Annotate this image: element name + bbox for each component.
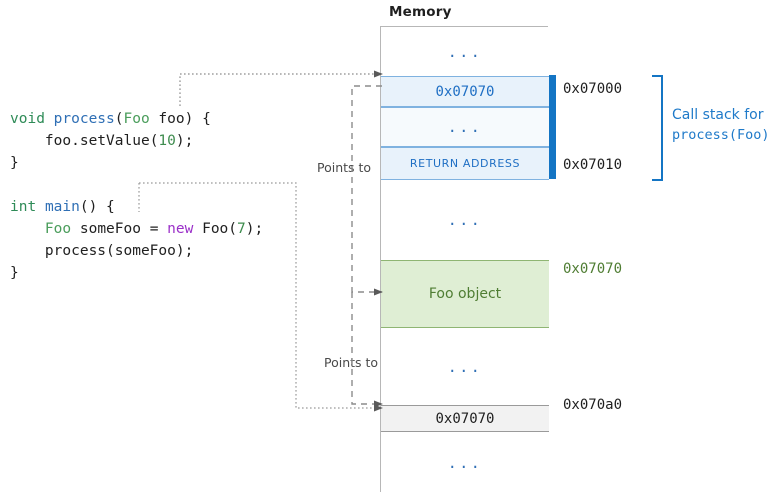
memory-column: ... 0x07070... RETURN ADDRESS... Foo object… [380,26,549,493]
memory-cell-gap-ellipsis-2: ... [381,328,549,405]
call-stack-annotation-line2: process(Foo) [672,127,770,143]
code-token: Foo [44,221,72,237]
memory-cell-stack-middle: ... [381,107,549,147]
code-token: Foo [193,221,229,237]
connector-param-dotted [179,70,383,106]
code-token: int [10,199,37,215]
address-label-addr-07010: 0x07010 [563,157,623,173]
memory-cell-heap-foo: Foo object [381,260,549,328]
code-token: Foo [123,111,150,127]
memory-cell-ellipsis: ... [447,211,483,229]
code-token [10,221,45,237]
points-to-lower-label: Points to [324,355,379,370]
code-line: void process(Foo foo) { [10,108,263,130]
call-stack-bracket [652,75,663,181]
code-token: ); [245,221,264,237]
memory-cell-bottom-ellipsis: ... [381,432,549,493]
code-token: process(someFoo); [10,243,194,259]
code-line: Foo someFoo = new Foo(7); [10,218,263,240]
memory-cell-stack-param: 0x07070 [381,76,549,107]
memory-cell-ellipsis: ... [447,118,483,136]
memory-cell-value: 0x07070 [435,83,495,100]
code-token: ); [175,133,194,149]
code-token: ( [228,221,238,237]
code-token: foo.setValue [10,133,150,149]
code-line: } [10,152,263,174]
code-token: 7 [237,221,246,237]
code-token: new [167,221,194,237]
memory-cell-label: RETURN ADDRESS [409,157,521,170]
call-stack-annotation-line1: Call stack for [672,107,764,123]
code-line: process(someFoo); [10,240,263,262]
points-to-upper-label: Points to [317,160,372,175]
memory-cell-label: Foo object [428,286,502,302]
memory-cell-main-local: 0x07070 [381,405,549,432]
code-token: } [10,265,19,281]
code-token [36,199,45,215]
code-token: 10 [158,133,176,149]
memory-cell-ellipsis: ... [447,357,483,376]
code-token [45,111,54,127]
connector-points-to-upper-dashed [351,85,383,296]
memory-cell-ellipsis: ... [447,42,483,61]
memory-cell-top-ellipsis: ... [381,27,549,76]
code-line: int main() { [10,196,263,218]
code-token: ( [149,133,159,149]
code-token: someFoo = [71,221,168,237]
memory-cell-value: 0x07070 [435,410,495,427]
code-line: foo.setValue(10); [10,130,263,152]
code-token: foo) { [149,111,211,127]
code-token: () { [79,199,115,215]
memory-cell-ellipsis: ... [447,453,483,472]
connector-points-to-lower-dashed [351,292,383,408]
code-token: } [10,155,19,171]
call-stack-indicator-bar [549,75,556,179]
code-listing: void process(Foo foo) { foo.setValue(10)… [10,108,263,284]
code-token: process [53,111,115,127]
address-label-addr-07070: 0x07070 [563,261,623,277]
code-token: ( [114,111,124,127]
code-line [10,174,263,196]
code-line: } [10,262,263,284]
code-token: void [10,111,45,127]
address-label-addr-07000: 0x07000 [563,81,623,97]
call-stack-annotation: Call stack for process(Foo) [672,105,770,145]
code-token: main [44,199,80,215]
memory-cell-gap-ellipsis-1: ... [381,180,549,260]
memory-cell-stack-return: RETURN ADDRESS [381,147,549,180]
memory-column-title: Memory [389,4,452,20]
address-label-addr-070a0: 0x070a0 [563,397,623,413]
